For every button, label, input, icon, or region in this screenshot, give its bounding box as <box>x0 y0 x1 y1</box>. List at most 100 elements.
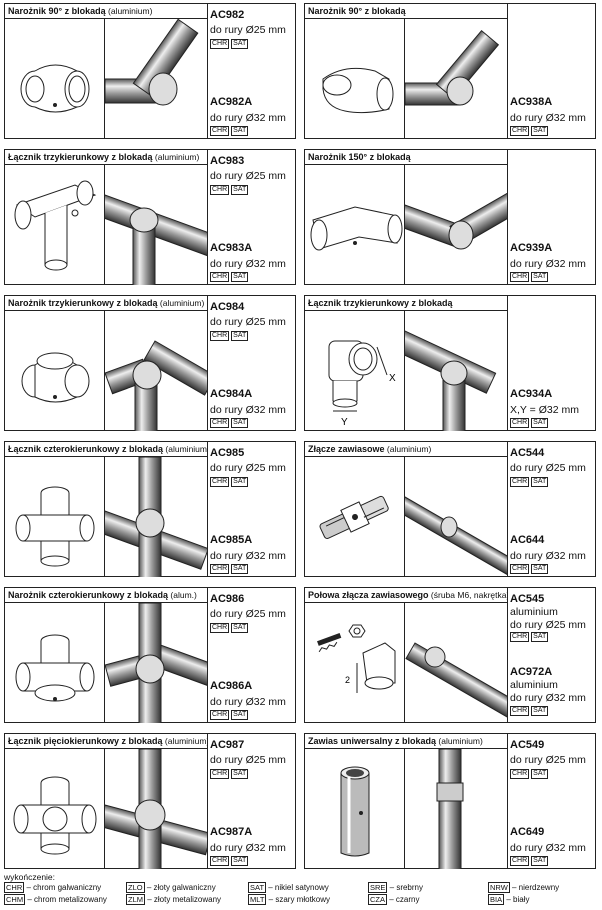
product-size: do rury Ø32 mm <box>210 258 286 270</box>
legend-item: SAT – nikiel satynowy <box>248 882 329 893</box>
product-size: do rury Ø32 mm <box>510 692 586 704</box>
legend-abbr: ZLM <box>126 894 145 905</box>
legend-abbr: CZA <box>368 894 387 905</box>
dimension-y-label: Y <box>341 417 348 428</box>
product-size: do rury Ø32 mm <box>510 112 586 124</box>
finish-badge: CHR <box>210 418 230 428</box>
legend-item: BIA – biały <box>488 894 530 905</box>
product-size: do rury Ø32 mm <box>510 258 586 270</box>
assembly-drawing <box>405 603 508 723</box>
product-title: Złącze zawiasowe (aluminium) <box>305 442 508 457</box>
product-title-text: Narożnik trzykierunkowy z blokadą <box>8 298 158 308</box>
legend-text: – złoty galwaniczny <box>144 883 216 892</box>
product-size: do rury Ø32 mm <box>510 550 586 562</box>
legend-text: – chrom galwaniczny <box>24 883 102 892</box>
product-title-text: Narożnik 150° z blokadą <box>308 152 411 162</box>
assembly-drawing <box>105 19 208 139</box>
finish-badge: CHR <box>210 272 230 282</box>
product-title-text: Łącznik pięciokierunkowy z blokadą <box>8 736 163 746</box>
product-title: Połowa złącza zawiasowego (śruba M6, nak… <box>305 588 508 603</box>
legend-item: MLT – szary młotkowy <box>248 894 330 905</box>
finish-badge: CHR <box>210 856 230 866</box>
finish-badge: CHR <box>210 331 230 341</box>
finish-badge: SAT <box>231 331 249 341</box>
product-size: do rury Ø32 mm <box>510 842 586 854</box>
legend-item: ZLM – złoty metalizowany <box>126 894 222 905</box>
finish-badge: SAT <box>231 856 249 866</box>
finish-badge: CHR <box>510 126 530 136</box>
product-size: do rury Ø32 mm <box>210 112 286 124</box>
assembly-drawing <box>405 165 508 285</box>
product-drawing <box>5 165 105 285</box>
product-drawing <box>305 749 405 869</box>
finish-badge: CHR <box>210 39 230 49</box>
product-drawing <box>5 457 105 577</box>
product-drawing <box>305 165 405 285</box>
product-drawing <box>5 311 105 431</box>
product-size: do rury Ø25 mm <box>210 170 286 182</box>
product-code: AC986A <box>210 680 253 692</box>
assembly-drawing <box>105 165 208 285</box>
assembly-drawing <box>105 749 208 869</box>
finish-badge: SAT <box>531 856 549 866</box>
product-drawing <box>5 749 105 869</box>
product-size: do rury Ø25 mm <box>210 608 286 620</box>
product-title-text: Łącznik trzykierunkowy z blokadą <box>308 298 453 308</box>
assembly-drawing <box>405 19 508 139</box>
product-card: Łącznik czterokierunkowy z blokadą (alum… <box>4 441 296 577</box>
product-size: do rury Ø25 mm <box>210 462 286 474</box>
assembly-drawing <box>105 603 208 723</box>
legend-text: – złoty metalizowany <box>145 895 222 904</box>
product-title-text: Połowa złącza zawiasowego <box>308 590 429 600</box>
product-title-note: (aluminium) <box>152 152 200 162</box>
product-title-note: (aluminium) <box>162 736 208 746</box>
finish-badge: SAT <box>531 272 549 282</box>
legend-abbr: SRE <box>368 882 388 893</box>
product-code: AC934A <box>510 388 553 400</box>
product-size: do rury Ø25 mm <box>210 24 286 36</box>
dimension-2-label: 2 <box>345 675 350 685</box>
legend-item: SRE – srebrny <box>368 882 423 893</box>
finish-badge: CHR <box>210 564 230 574</box>
product-code: AC938A <box>510 96 553 108</box>
legend-title: wykończenie: <box>4 872 56 882</box>
finish-badge: CHR <box>510 272 530 282</box>
finish-badge: SAT <box>531 564 549 574</box>
legend-item: NRW – nierdzewny <box>488 882 559 893</box>
legend-text: – czarny <box>387 895 420 904</box>
assembly-drawing <box>105 311 208 431</box>
product-title-note: (alum.) <box>168 590 197 600</box>
product-size: do rury Ø25 mm <box>210 754 286 766</box>
product-size: do rury Ø32 mm <box>210 842 286 854</box>
finish-badge: SAT <box>231 126 249 136</box>
product-title: Zawias uniwersalny z blokadą (aluminium) <box>305 734 508 749</box>
finish-badge: SAT <box>231 710 249 720</box>
finish-badge: SAT <box>231 623 249 633</box>
finish-badge: CHR <box>210 769 230 779</box>
product-code: AC982A <box>210 96 253 108</box>
finish-badge: CHR <box>210 126 230 136</box>
product-card: Połowa złącza zawiasowego (śruba M6, nak… <box>304 587 596 723</box>
finish-badge: CHR <box>510 632 530 642</box>
product-code: AC549 <box>510 739 545 751</box>
product-code: AC985 <box>210 447 245 459</box>
legend-text: – biały <box>504 895 530 904</box>
